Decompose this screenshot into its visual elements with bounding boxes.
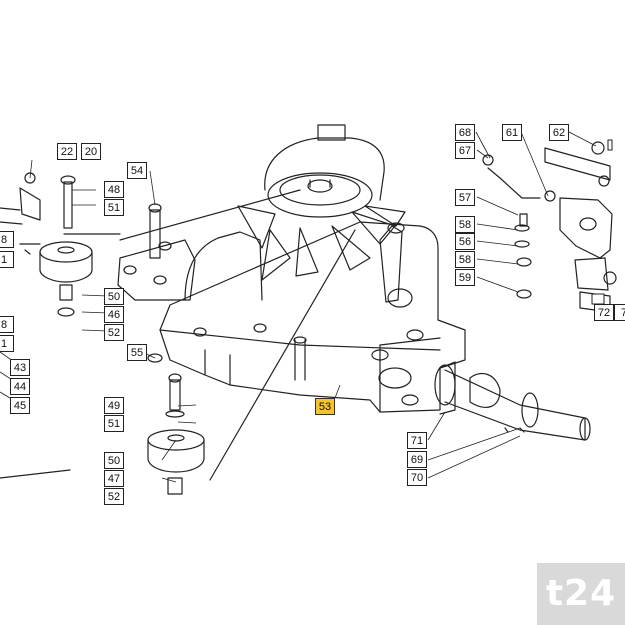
callout-61[interactable]: 61 <box>502 124 522 141</box>
callout-55[interactable]: 55 <box>127 344 147 361</box>
callout-48[interactable]: 48 <box>104 181 124 198</box>
callout-52-upper[interactable]: 52 <box>104 324 124 341</box>
callout-53-highlighted[interactable]: 53 <box>315 398 335 415</box>
callout-57[interactable]: 57 <box>455 189 475 206</box>
callout-8-upper[interactable]: 8 <box>0 231 14 248</box>
shift-bracket <box>544 147 611 181</box>
callout-43[interactable]: 43 <box>10 359 30 376</box>
shift-rod <box>487 167 541 199</box>
callout-1-upper[interactable]: 1 <box>0 251 14 268</box>
callout-59[interactable]: 59 <box>455 269 475 286</box>
callout-46[interactable]: 46 <box>104 306 124 323</box>
callout-68[interactable]: 68 <box>455 124 475 141</box>
callout-62[interactable]: 62 <box>549 124 569 141</box>
housing-top <box>317 124 346 141</box>
callout-58-lower[interactable]: 58 <box>455 251 475 268</box>
callout-8-lower[interactable]: 8 <box>0 316 14 333</box>
callout-51-upper[interactable]: 51 <box>104 199 124 216</box>
callout-54[interactable]: 54 <box>127 162 147 179</box>
callout-49[interactable]: 49 <box>104 397 124 414</box>
watermark-logo: t24 <box>537 563 625 625</box>
callout-50-upper[interactable]: 50 <box>104 288 124 305</box>
callout-45[interactable]: 45 <box>10 397 30 414</box>
callout-72[interactable]: 72 <box>594 304 614 321</box>
callout-22[interactable]: 22 <box>57 143 77 160</box>
callout-56[interactable]: 56 <box>455 233 475 250</box>
watermark-text: t24 <box>545 573 617 614</box>
callout-58-upper[interactable]: 58 <box>455 216 475 233</box>
callout-50-lower[interactable]: 50 <box>104 452 124 469</box>
callout-67[interactable]: 67 <box>455 142 475 159</box>
callout-20[interactable]: 20 <box>81 143 101 160</box>
cooling-fan <box>237 205 406 281</box>
callout-47[interactable]: 47 <box>104 470 124 487</box>
callout-51-lower[interactable]: 51 <box>104 415 124 432</box>
callout-69[interactable]: 69 <box>407 451 427 468</box>
callout-44[interactable]: 44 <box>10 378 30 395</box>
control-arm <box>379 225 403 303</box>
callout-7-partial[interactable]: 7 <box>614 304 625 321</box>
axle-shaft <box>439 361 456 415</box>
callout-52-lower[interactable]: 52 <box>104 488 124 505</box>
callout-1-lower[interactable]: 1 <box>0 335 14 352</box>
transmission-housing <box>159 221 466 413</box>
idler-pulley-upper <box>39 241 93 263</box>
callout-70[interactable]: 70 <box>407 469 427 486</box>
callout-71[interactable]: 71 <box>407 432 427 449</box>
drive-pulley <box>267 172 373 218</box>
